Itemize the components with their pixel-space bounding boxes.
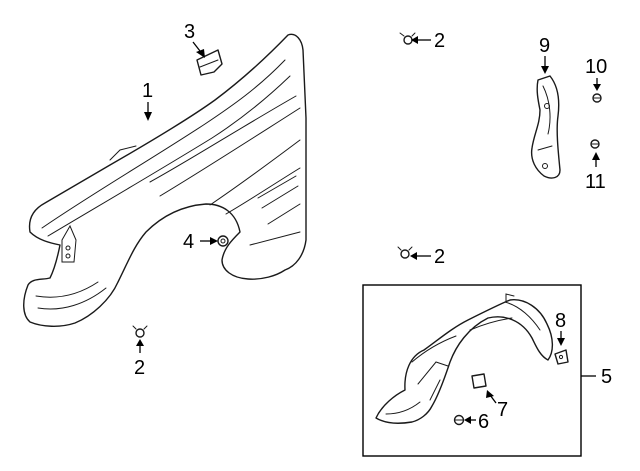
callout-4: 4 — [183, 231, 194, 253]
fender-nut[interactable] — [217, 235, 229, 247]
callout-2: 2 — [434, 246, 445, 268]
clip-fastener[interactable] — [399, 32, 416, 45]
leader-lines — [136, 36, 601, 424]
callout-6: 6 — [478, 411, 489, 433]
clip-fastener[interactable] — [132, 325, 148, 338]
screw[interactable] — [592, 93, 602, 103]
callout-7: 7 — [497, 399, 508, 421]
clip-fastener[interactable] — [397, 246, 413, 259]
liner-retainer[interactable] — [554, 349, 569, 365]
callout-1: 1 — [142, 80, 153, 102]
fender-liner[interactable] — [375, 293, 554, 424]
callout-11: 11 — [585, 171, 606, 193]
liner-screw[interactable] — [453, 414, 465, 426]
callout-10: 10 — [585, 56, 607, 78]
callout-2: 2 — [434, 30, 445, 52]
callout-9: 9 — [539, 35, 550, 57]
fender-liner-inset-box — [362, 284, 582, 457]
callout-2: 2 — [134, 357, 145, 379]
callout-8: 8 — [555, 310, 566, 332]
fender[interactable] — [23, 33, 307, 327]
fender-bracket[interactable] — [196, 49, 223, 76]
callout-5: 5 — [601, 366, 612, 388]
screw[interactable] — [590, 139, 600, 149]
liner-clip[interactable] — [471, 373, 487, 389]
callout-3: 3 — [184, 21, 195, 43]
mud-flap[interactable] — [530, 75, 561, 179]
